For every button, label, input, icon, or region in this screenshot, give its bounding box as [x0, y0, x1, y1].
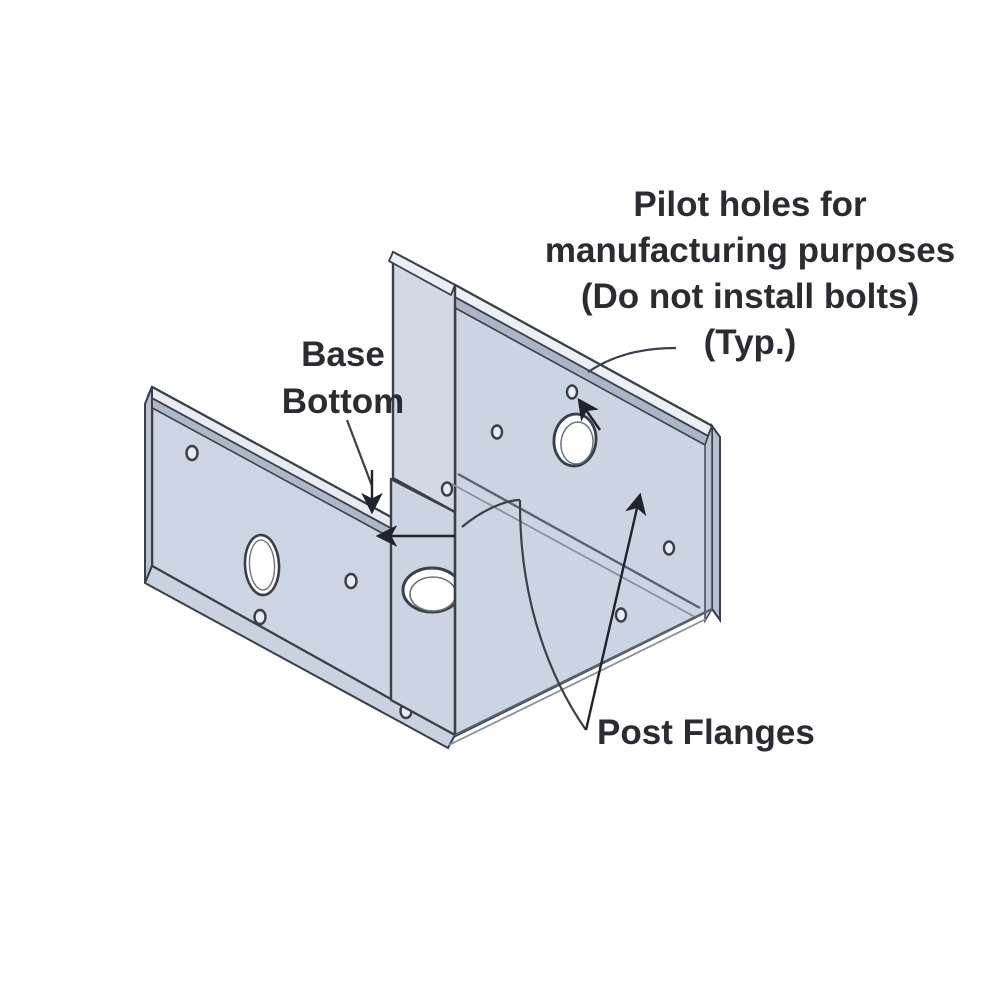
pilot-hole-left-right-upper: [344, 572, 358, 590]
pilot-hole-right-mid-left: [490, 424, 504, 440]
right-side-panel-right-thickness: [711, 422, 721, 624]
right-side-panel: [447, 283, 721, 738]
pilot-hole-right-lower: [614, 607, 628, 623]
post-flanges-leader-path: [518, 499, 587, 731]
left-side-panel-left-thickness: [144, 386, 153, 584]
left-panel-oval-slot-inner: [248, 539, 276, 591]
post-flanges-arrow-line: [584, 492, 647, 731]
fold-line-diagonal-lower: [451, 483, 696, 618]
label-base-bottom: Base Bottom: [282, 335, 404, 421]
pilot-hole-top-right: [565, 384, 579, 400]
label-pilot-holes-line3: (Do not install bolts): [581, 277, 919, 316]
label-pilot-holes-line4: (Typ.): [704, 323, 797, 362]
label-pilot-holes: Pilot holes for manufacturing purposes (…: [545, 185, 955, 362]
front-post-flange-top: [387, 250, 457, 297]
right-panel-holes: [440, 384, 676, 623]
base-bottom-leader-line: [345, 419, 374, 487]
label-post-flanges-line1: Post Flanges: [597, 713, 815, 752]
post-flanges-leader: [461, 492, 647, 731]
pilot-hole-left-lower: [253, 608, 267, 626]
base-bottom-leader: [345, 419, 455, 547]
label-pilot-holes-line1: Pilot holes for: [633, 185, 867, 224]
base-bottom-round-hole-inner: [409, 576, 457, 612]
right-side-panel-right-thickness-2: [704, 425, 713, 624]
pilot-holes-leader-path: [587, 346, 677, 373]
pilot-hole-right-lower-left: [440, 481, 454, 497]
label-base-bottom-line1: Base: [301, 335, 385, 374]
left-side-panel: [143, 385, 457, 750]
pilot-hole-right-center: [662, 540, 676, 556]
right-side-panel-face: [453, 283, 714, 738]
label-pilot-holes-line2: manufacturing purposes: [545, 231, 955, 270]
pilot-holes-arrow-line: [577, 398, 601, 431]
label-post-flanges: Post Flanges: [597, 713, 815, 752]
fold-line-diagonal-upper: [457, 472, 701, 610]
right-panel-oval-slot-inner: [560, 421, 594, 465]
fold-line-front-2: [448, 618, 707, 746]
front-post-flange: [387, 250, 457, 514]
label-base-bottom-line2: Bottom: [282, 382, 404, 421]
post-flanges-leader-path-upper: [461, 498, 521, 528]
pilot-holes-leader: [577, 346, 677, 431]
pilot-hole-left-upper: [185, 444, 199, 462]
fold-line-front: [454, 608, 713, 736]
base-fold-lines: [448, 472, 713, 746]
